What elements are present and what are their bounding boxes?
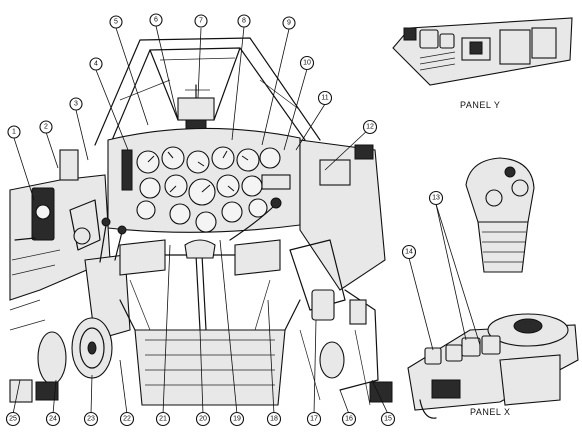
svg-text:2: 2 bbox=[44, 124, 48, 131]
gunsight bbox=[177, 84, 215, 131]
svg-text:20: 20 bbox=[199, 416, 207, 423]
callout-22: 22 bbox=[119, 411, 135, 427]
callout-2: 2 bbox=[39, 120, 53, 134]
svg-text:9: 9 bbox=[287, 20, 291, 27]
callout-3: 3 bbox=[69, 97, 83, 111]
callout-23: 23 bbox=[83, 411, 99, 427]
callout-10: 10 bbox=[299, 55, 315, 71]
callout-12: 12 bbox=[362, 119, 378, 135]
svg-text:3: 3 bbox=[74, 101, 78, 108]
svg-text:17: 17 bbox=[310, 416, 318, 423]
seat bbox=[119, 299, 301, 406]
callout-7: 7 bbox=[194, 14, 208, 28]
svg-text:10: 10 bbox=[303, 60, 311, 67]
svg-text:8: 8 bbox=[242, 18, 246, 25]
svg-text:21: 21 bbox=[159, 416, 167, 423]
svg-text:4: 4 bbox=[94, 61, 98, 68]
callout-9: 9 bbox=[282, 16, 296, 30]
svg-text:22: 22 bbox=[123, 416, 131, 423]
callout-21: 21 bbox=[155, 411, 171, 427]
svg-text:1: 1 bbox=[12, 129, 16, 136]
callout-11: 11 bbox=[317, 90, 333, 106]
callout-13: 13 bbox=[428, 190, 444, 206]
callout-8: 8 bbox=[237, 14, 251, 28]
left-console bbox=[9, 149, 111, 301]
control-column bbox=[184, 197, 282, 331]
callout-15: 15 bbox=[380, 411, 396, 427]
svg-text:5: 5 bbox=[114, 19, 118, 26]
panel-x-label: PANEL X bbox=[470, 407, 511, 417]
svg-text:13: 13 bbox=[432, 195, 440, 202]
rudder-pedals bbox=[119, 239, 281, 331]
right-console bbox=[289, 139, 386, 406]
callout-6: 6 bbox=[149, 13, 163, 27]
panel-y: PANEL Y bbox=[392, 17, 573, 110]
svg-text:25: 25 bbox=[9, 416, 17, 423]
svg-text:18: 18 bbox=[270, 416, 278, 423]
floor-details bbox=[9, 299, 393, 403]
callout-19: 19 bbox=[229, 411, 245, 427]
instrument-panel bbox=[107, 127, 301, 233]
callout-5: 5 bbox=[109, 15, 123, 29]
callout-24: 24 bbox=[45, 411, 61, 427]
panel-x: PANEL X bbox=[407, 313, 579, 419]
svg-text:7: 7 bbox=[199, 18, 203, 25]
callout-18: 18 bbox=[266, 411, 282, 427]
svg-text:23: 23 bbox=[87, 416, 95, 423]
callout-25: 25 bbox=[5, 411, 21, 427]
callout-1: 1 bbox=[7, 125, 21, 139]
svg-text:19: 19 bbox=[233, 416, 241, 423]
svg-text:6: 6 bbox=[154, 17, 158, 24]
panel-y-label: PANEL Y bbox=[460, 100, 500, 110]
svg-text:16: 16 bbox=[345, 416, 353, 423]
svg-text:14: 14 bbox=[405, 249, 413, 256]
windscreen-frame bbox=[94, 37, 321, 146]
callout-20: 20 bbox=[195, 411, 211, 427]
trim-wheel bbox=[37, 317, 113, 385]
callout-14: 14 bbox=[401, 244, 417, 260]
svg-text:11: 11 bbox=[321, 95, 328, 102]
callout-17: 17 bbox=[306, 411, 322, 427]
svg-text:15: 15 bbox=[384, 416, 392, 423]
leader-lines bbox=[12, 25, 481, 415]
callout-16: 16 bbox=[341, 411, 357, 427]
cockpit-illustration bbox=[9, 37, 393, 406]
svg-text:12: 12 bbox=[366, 124, 374, 131]
control-handgrip bbox=[465, 157, 535, 273]
callout-4: 4 bbox=[89, 57, 103, 71]
svg-text:24: 24 bbox=[49, 416, 57, 423]
